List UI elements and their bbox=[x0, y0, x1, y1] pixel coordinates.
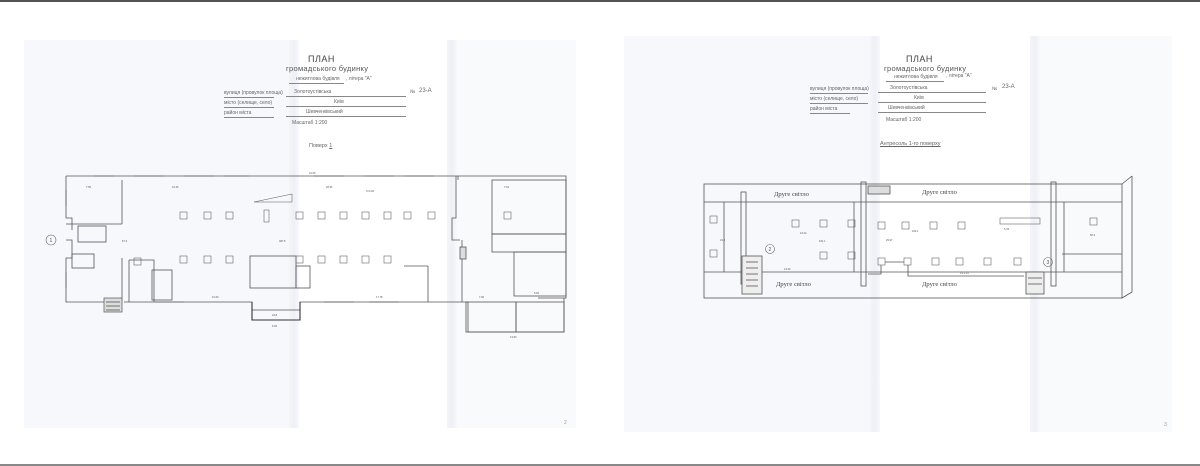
district-value: Шевченківський bbox=[888, 105, 925, 111]
svg-text:50.3: 50.3 bbox=[1090, 233, 1096, 237]
city-value: Київ bbox=[914, 95, 924, 101]
city-label: місто (селище, село) bbox=[810, 96, 859, 102]
svg-text:13.20: 13.20 bbox=[784, 267, 791, 271]
svg-text:22.8: 22.8 bbox=[272, 313, 278, 317]
svg-text:5.33: 5.33 bbox=[1004, 227, 1010, 231]
svg-text:17.78: 17.78 bbox=[376, 295, 383, 299]
svg-text:6.00: 6.00 bbox=[272, 324, 278, 328]
svg-text:1: 1 bbox=[50, 238, 53, 244]
floor-caption: Поверх 1 bbox=[309, 143, 333, 149]
number-value: 23-А bbox=[1002, 84, 1015, 90]
svg-text:29.97: 29.97 bbox=[886, 238, 893, 242]
svg-text:43.3: 43.3 bbox=[720, 238, 726, 242]
number-value: 23-А bbox=[419, 88, 432, 94]
street-label: вулиця (провулок площа) bbox=[224, 90, 283, 96]
svg-text:Друге світло: Друге світло bbox=[922, 189, 957, 196]
svg-text:7.62: 7.62 bbox=[504, 185, 510, 189]
litera-label: , літера "А" bbox=[346, 76, 372, 82]
svg-text:5.60: 5.60 bbox=[534, 291, 540, 295]
svg-text:487.5: 487.5 bbox=[279, 239, 286, 243]
svg-text:31.05: 31.05 bbox=[309, 171, 316, 175]
scale-label: Масштаб 1:200 bbox=[292, 120, 328, 126]
district-label: район міста bbox=[224, 110, 252, 116]
svg-text:h=4.00: h=4.00 bbox=[366, 189, 375, 193]
city-label: місто (селище, село) bbox=[224, 100, 273, 106]
svg-text:7.50: 7.50 bbox=[86, 185, 92, 189]
building-type: нежитлова будівля bbox=[894, 74, 938, 80]
svg-text:3: 3 bbox=[1047, 260, 1050, 266]
svg-text:222.1: 222.1 bbox=[912, 229, 919, 233]
svg-text:16.24: 16.24 bbox=[800, 231, 807, 235]
district-label: район міста bbox=[810, 106, 838, 112]
district-value: Шевченківський bbox=[306, 109, 343, 115]
plan-subtitle: громадського будинку bbox=[286, 64, 369, 73]
plan-title: ПЛАН bbox=[906, 54, 933, 64]
plan-sheet-floor-1: ПЛАН громадського будинку нежитлова буді… bbox=[24, 40, 576, 428]
scale-label: Масштаб 1:200 bbox=[886, 117, 922, 123]
number-label: № bbox=[410, 89, 416, 95]
window-top-border bbox=[0, 0, 1200, 2]
svg-text:7.90: 7.90 bbox=[479, 295, 485, 299]
window-bottom-border bbox=[0, 464, 1200, 466]
street-value: Золотоустівська bbox=[294, 89, 332, 95]
page-number: 2 bbox=[564, 420, 567, 426]
street-value: Золотоустівська bbox=[890, 85, 928, 91]
plan-title: ПЛАН bbox=[308, 54, 335, 64]
svg-text:Друге світло: Друге світло bbox=[776, 281, 811, 288]
svg-text:181.1: 181.1 bbox=[819, 239, 826, 243]
litera-label: , літера "А" bbox=[946, 73, 972, 79]
svg-text:2: 2 bbox=[769, 247, 772, 253]
floor-1-plan-drawing: 1 31.05 7.50 16.25 28.36 7.62 h=4.00 10.… bbox=[45, 171, 567, 339]
svg-text:Друге світло: Друге світло bbox=[922, 281, 957, 288]
plan-subtitle: громадського будинку bbox=[884, 64, 967, 73]
plan-sheet-mezzanine: ПЛАН громадського будинку нежитлова буді… bbox=[624, 36, 1172, 432]
svg-text:28.36: 28.36 bbox=[326, 185, 333, 189]
svg-text:67.3: 67.3 bbox=[122, 239, 128, 243]
svg-text:14.2.14: 14.2.14 bbox=[960, 271, 969, 275]
mezzanine-plan-drawing: Друге світло Друге світло Друге світло Д… bbox=[703, 175, 1133, 299]
svg-text:16.25: 16.25 bbox=[172, 185, 179, 189]
svg-text:10.60: 10.60 bbox=[212, 295, 219, 299]
number-label: № bbox=[992, 86, 998, 92]
city-value: Київ bbox=[334, 99, 344, 105]
svg-text:13.50: 13.50 bbox=[510, 335, 517, 339]
page-number: 3 bbox=[1164, 422, 1167, 428]
floor-caption: Антресоль 1-го поверху bbox=[880, 141, 941, 147]
street-label: вулиця (провулок площа) bbox=[810, 86, 869, 92]
building-type: нежитлова будівля bbox=[296, 76, 340, 82]
svg-text:Друге світло: Друге світло bbox=[774, 191, 809, 198]
